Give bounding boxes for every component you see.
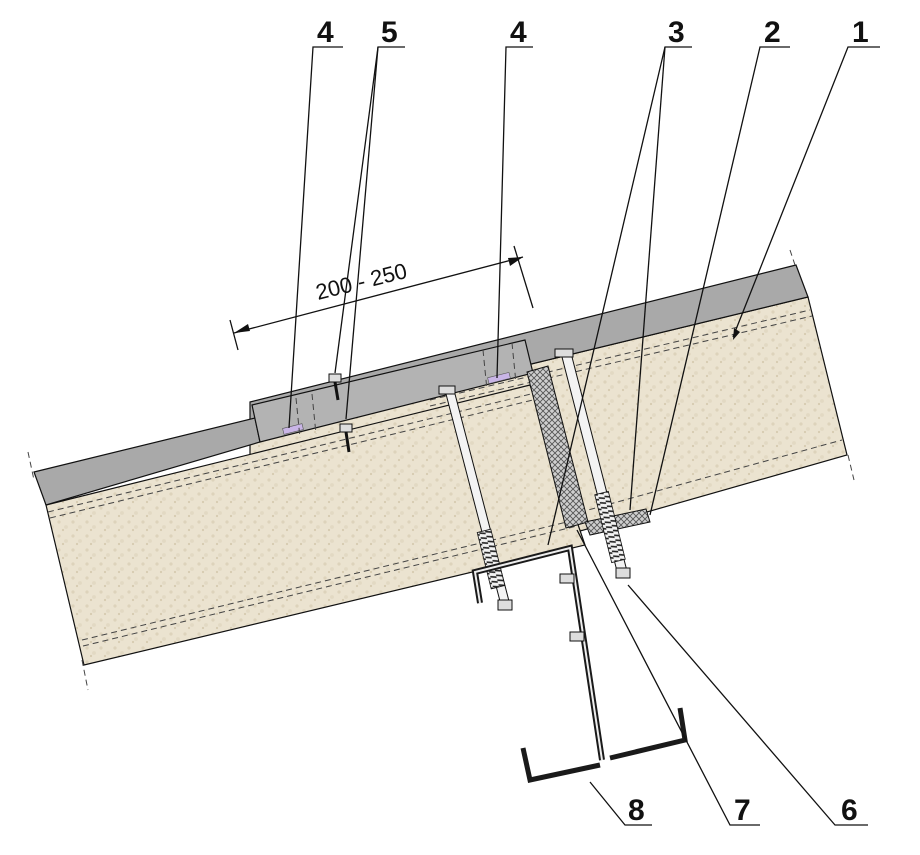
callout-labels: 1 2 3 4 4 5 6 7 8	[317, 16, 869, 827]
callout-5: 5	[381, 16, 398, 49]
seal-tape-right	[487, 372, 511, 384]
c-channel-support	[520, 707, 688, 783]
callout-1: 1	[852, 16, 869, 49]
callout-4-left: 4	[317, 16, 334, 49]
sealing-gasket	[584, 508, 651, 536]
callout-4-right: 4	[510, 16, 527, 49]
fastening-screw-right	[554, 348, 631, 579]
callout-8: 8	[628, 794, 645, 827]
dimension-line: 200 - 250	[229, 245, 534, 351]
callout-2: 2	[764, 16, 781, 49]
panel-end-marks	[27, 249, 855, 691]
callout-7: 7	[734, 794, 751, 827]
fastening-screw-left	[438, 385, 513, 611]
stitching-screw-lower	[339, 423, 353, 453]
dimension-label: 200 - 250	[313, 258, 409, 305]
callout-6: 6	[841, 794, 858, 827]
seal-tape-left	[282, 423, 304, 435]
lower-sandwich-panel	[33, 384, 586, 666]
stitching-screw-upper	[328, 373, 342, 401]
z-purlin	[471, 544, 605, 761]
callout-leaders	[288, 46, 880, 826]
callout-3: 3	[668, 16, 685, 49]
